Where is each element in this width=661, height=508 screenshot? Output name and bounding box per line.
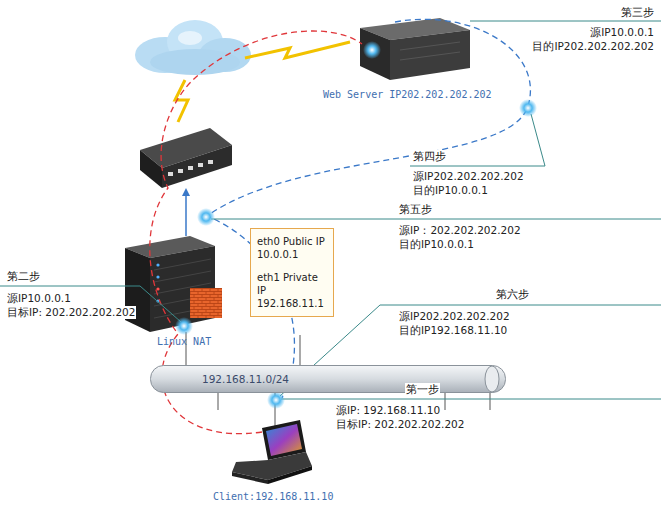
network-label: 192.168.11.0/24 (202, 373, 289, 385)
web-server-icon (360, 18, 470, 80)
uplink-wire (185, 190, 187, 236)
router-icon (140, 128, 232, 188)
device-label: Web Server IP202.202.202.202 (322, 88, 493, 101)
ip-text: 目的IP10.0.0.1 (398, 238, 475, 251)
step-title: 第三步 (620, 6, 655, 19)
flow-markers (175, 41, 537, 409)
device-label: Client:192.168.11.10 (212, 490, 334, 503)
ip-text: 目标IP: 202.202.202.202 (6, 306, 136, 319)
interface-text: eth1 Private IP 192.168.11.1 (257, 271, 327, 310)
interface-text: eth0 Public IP 10.0.0.1 (257, 235, 327, 261)
ip-text: 目的IP202.202.202.202 (531, 40, 655, 53)
ip-text: 目的IP192.168.11.10 (398, 324, 508, 337)
wan-link (245, 42, 350, 58)
firewall-icon (190, 288, 222, 318)
ip-text: 源IP10.0.0.1 (589, 26, 655, 39)
return-flow (207, 19, 530, 398)
ip-text: 源IP202.202.202.202 (398, 310, 511, 323)
client-laptop-icon (232, 420, 312, 484)
ip-text: 源IP10.0.0.1 (6, 292, 72, 305)
device-label: Linux NAT (156, 335, 212, 348)
step-title: 第六步 (495, 288, 530, 301)
uplink-arrowhead (182, 188, 190, 196)
step-title: 第五步 (398, 203, 433, 216)
ip-text: 目的IP10.0.0.1 (412, 184, 489, 197)
callout-leaders (0, 21, 661, 399)
ip-text: 源IP202.202.202.202 (412, 170, 525, 183)
ip-text: 源IP: 192.168.11.10 (335, 404, 441, 417)
lan-segment: 192.168.11.0/24 (150, 365, 506, 393)
interface-box: eth0 Public IP 10.0.0.1 eth1 Private IP 1… (250, 228, 334, 317)
ip-text: 源IP：202.202.202.202 (398, 224, 522, 237)
step-title: 第四步 (412, 150, 447, 163)
internet-cloud (135, 20, 251, 75)
nat-server-icon (125, 236, 222, 332)
step-title: 第二步 (6, 270, 41, 283)
ip-text: 目标IP: 202.202.202.202 (335, 418, 465, 431)
step-title: 第一步 (405, 383, 440, 396)
